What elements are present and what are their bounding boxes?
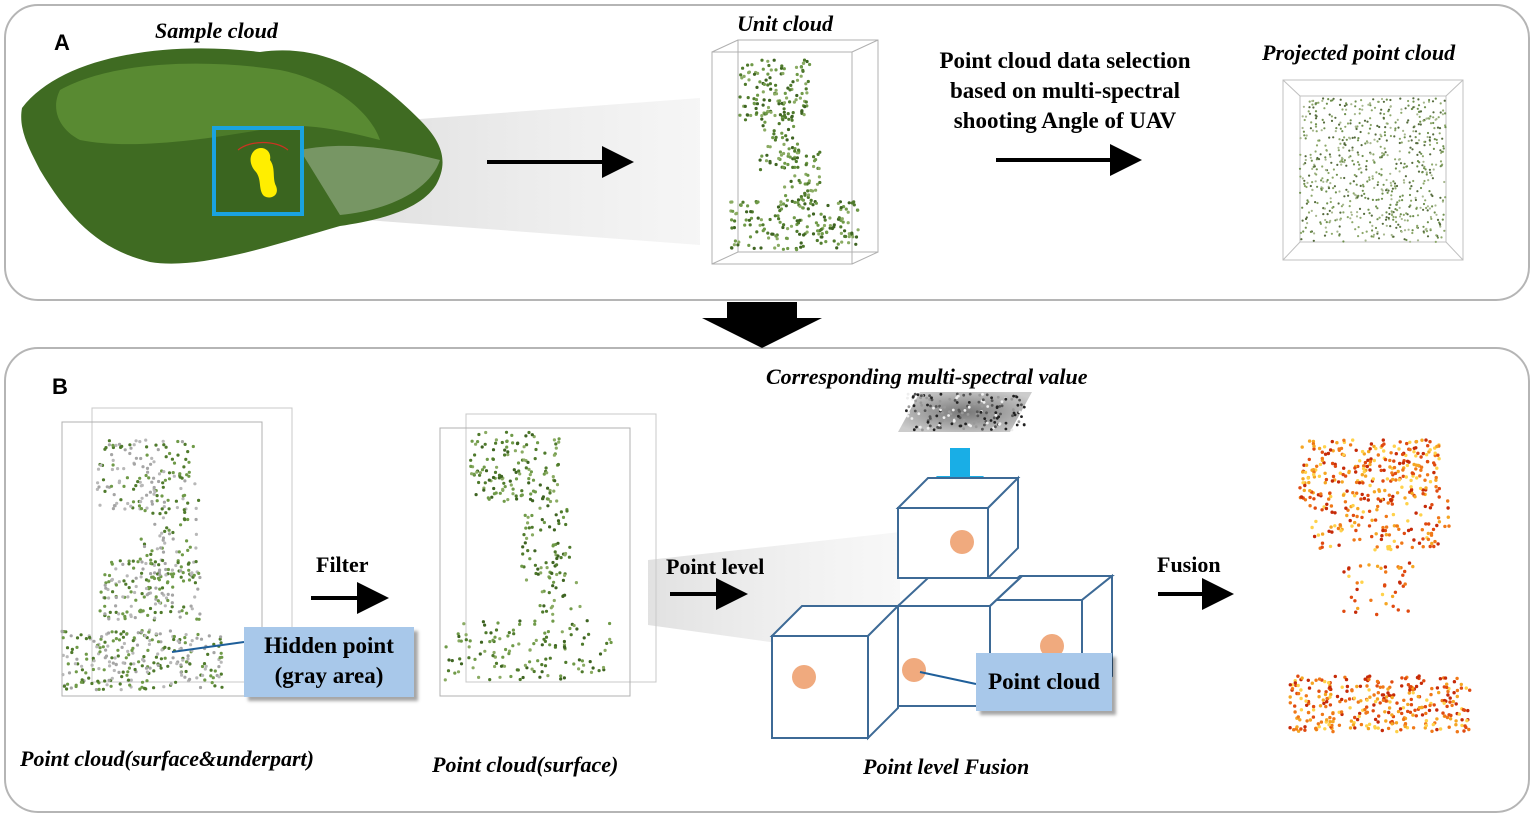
fused-cloud-points	[1288, 438, 1472, 734]
filter-label: Filter	[316, 552, 369, 577]
unit-cloud-points	[729, 58, 860, 252]
unit-cloud-image	[711, 39, 879, 265]
full-cloud-box	[61, 407, 293, 697]
sample-cloud-label: Sample cloud	[155, 18, 278, 43]
surface-cloud-box	[439, 413, 657, 697]
selection-line-1: Point cloud data selection	[939, 48, 1191, 73]
fusion-label: Fusion	[1157, 552, 1221, 577]
full-cloud-points	[60, 438, 224, 692]
point-level-label: Point level	[666, 554, 765, 579]
selection-note: Point cloud data selection based on mult…	[905, 46, 1225, 136]
panel-b-letter: B	[52, 374, 68, 399]
point-cloud-callout: Point cloud	[976, 653, 1112, 711]
down-arrow	[702, 302, 822, 348]
unit-cloud-label: Unit cloud	[737, 11, 833, 36]
hidden-point-callout: Hidden point (gray area)	[244, 627, 414, 697]
voxel-cubes	[769, 475, 1115, 741]
caption-surface-underpart: Point cloud(surface&underpart)	[20, 746, 314, 771]
voxel-points	[792, 530, 1064, 689]
projected-cloud-label: Projected point cloud	[1262, 40, 1456, 65]
selection-line-3: shooting Angle of UAV	[953, 108, 1177, 133]
selection-line-2: based on multi-spectral	[950, 78, 1180, 103]
hidden-point-leader	[171, 641, 245, 653]
hidden-point-line-1: Hidden point	[264, 633, 394, 658]
surface-cloud-points	[443, 430, 613, 682]
point-cloud-leader	[919, 671, 977, 685]
caption-point-level-fusion: Point level Fusion	[863, 754, 1030, 779]
hidden-point-line-2: (gray area)	[274, 663, 384, 688]
sample-cloud-image	[21, 48, 443, 264]
projected-cloud-image	[1282, 79, 1464, 261]
caption-surface: Point cloud(surface)	[432, 752, 619, 777]
panel-a-letter: A	[54, 30, 70, 55]
selected-tree	[250, 148, 277, 198]
spectral-label: Corresponding multi-spectral value	[766, 364, 1088, 389]
projected-cloud-points	[1298, 97, 1447, 243]
spectral-image	[898, 392, 1032, 432]
